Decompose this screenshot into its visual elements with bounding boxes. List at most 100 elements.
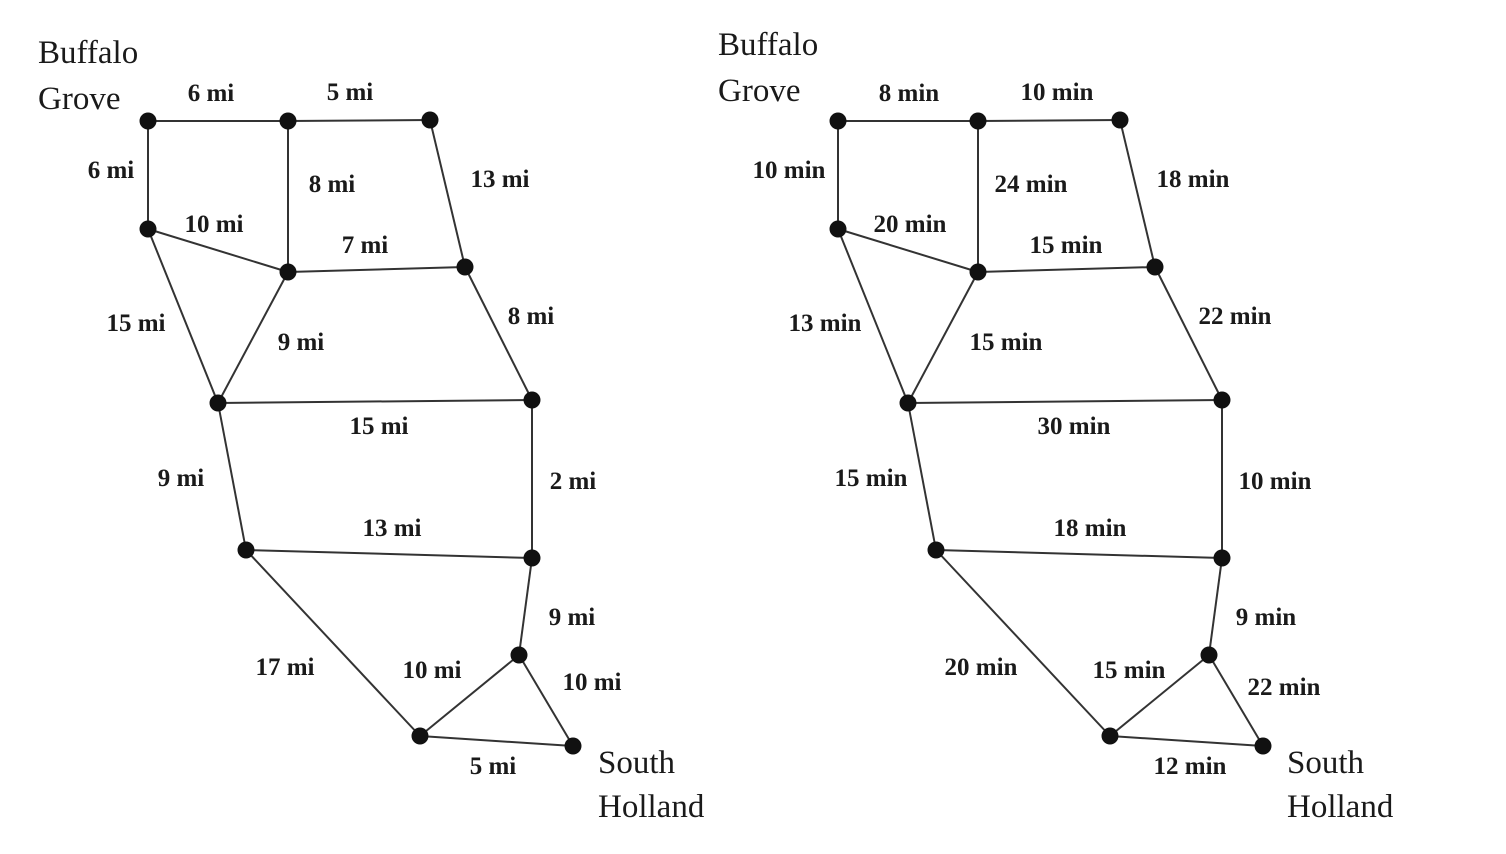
- edge-weight-label: 20 min: [945, 654, 1018, 681]
- edge-weight-label: 5 mi: [327, 79, 374, 106]
- graph-node: [510, 646, 528, 664]
- edge-weight-label: 30 min: [1038, 413, 1111, 440]
- graph-edge: [419, 654, 520, 737]
- edge-weight-label: 6 mi: [88, 157, 135, 184]
- graph-edge: [935, 549, 1111, 737]
- graph-edge: [217, 402, 247, 551]
- edge-weight-label: 22 min: [1199, 303, 1272, 330]
- graph-node: [279, 263, 297, 281]
- graph-node: [1213, 549, 1231, 567]
- time-graph: 8 min 10 min 10 min 24 min 18 min 20 min 15 mi…: [718, 27, 1394, 825]
- edge-weight-label: 13 mi: [470, 166, 529, 193]
- graph-node: [564, 737, 582, 755]
- graph-edge: [1119, 119, 1156, 268]
- graph-edge: [147, 228, 289, 273]
- graph-node: [279, 112, 297, 130]
- graph-edge: [147, 228, 219, 404]
- graph-node: [421, 111, 439, 129]
- graph-edge: [977, 119, 1121, 122]
- graph-node: [927, 541, 945, 559]
- graph-node: [139, 220, 157, 238]
- edge-weight-label: 20 min: [874, 211, 947, 238]
- end-place-label: Holland: [598, 789, 705, 825]
- edge-weight-label: 15 mi: [106, 310, 165, 337]
- graph-node: [209, 394, 227, 412]
- graph-node: [969, 112, 987, 130]
- edge-weight-label: 8 mi: [508, 303, 555, 330]
- edge-weight-label: 9 mi: [158, 465, 205, 492]
- graph-edge: [907, 271, 979, 404]
- edge-weight-label: 15 min: [1030, 232, 1103, 259]
- graph-edge: [907, 399, 1223, 404]
- edge-weight-label: 22 min: [1248, 674, 1321, 701]
- edge-weight-label: 2 mi: [550, 468, 597, 495]
- graph-edge: [977, 266, 1156, 273]
- graph-edge: [217, 271, 289, 404]
- graph-edge: [907, 402, 937, 551]
- edge-weight-label: 9 mi: [549, 604, 596, 631]
- edge-weight-label: 10 min: [1021, 79, 1094, 106]
- graph-node: [1254, 737, 1272, 755]
- graph-node: [969, 263, 987, 281]
- edge-weight-label: 12 min: [1154, 753, 1227, 780]
- graph-edge: [217, 399, 533, 404]
- edge-weight-label: 17 mi: [255, 654, 314, 681]
- edge-weight-label: 13 min: [789, 310, 862, 337]
- graph-edge: [245, 549, 533, 559]
- graph-edge: [245, 549, 421, 737]
- edge-weight-label: 24 min: [995, 171, 1068, 198]
- graph-node: [523, 391, 541, 409]
- edge-weight-label: 9 mi: [278, 329, 325, 356]
- graph-edge: [837, 228, 979, 273]
- start-place-label: Buffalo: [38, 35, 138, 71]
- graph-node: [237, 541, 255, 559]
- end-place-label: South: [598, 745, 676, 781]
- edge-weight-label: 15 min: [1093, 657, 1166, 684]
- edge-weight-label: 10 mi: [184, 211, 243, 238]
- graph-node: [139, 112, 157, 130]
- edge-weight-label: 10 mi: [562, 669, 621, 696]
- end-place-label: South: [1287, 745, 1365, 781]
- start-place-label: Grove: [718, 73, 800, 109]
- graph-node: [829, 112, 847, 130]
- graph-edge: [287, 266, 466, 273]
- graph-edge: [837, 228, 909, 404]
- edge-weight-label: 15 mi: [349, 413, 408, 440]
- edge-weight-label: 13 mi: [362, 515, 421, 542]
- graph-node: [1101, 727, 1119, 745]
- graph-edge: [1208, 557, 1223, 656]
- graph-node: [456, 258, 474, 276]
- graph-node: [1213, 391, 1231, 409]
- edge-weight-label: 8 min: [879, 80, 940, 107]
- edge-weight-label: 6 mi: [188, 80, 235, 107]
- edge-weight-label: 15 min: [970, 329, 1043, 356]
- graph-edge: [1109, 654, 1210, 737]
- graph-edge: [1109, 735, 1264, 747]
- graph-node: [1200, 646, 1218, 664]
- graph-node: [411, 727, 429, 745]
- distance-graph: 6 mi 5 mi 6 mi 8 mi 13 mi 10 mi 7 mi 15 mi 9 mi 8…: [38, 35, 705, 825]
- graph-node: [899, 394, 917, 412]
- graph-edge: [518, 654, 574, 747]
- graph-edge: [464, 266, 533, 401]
- edge-weight-label: 9 min: [1236, 604, 1297, 631]
- start-place-label: Grove: [38, 81, 120, 117]
- edge-weight-label: 18 min: [1054, 515, 1127, 542]
- graph-edge: [287, 119, 431, 122]
- edge-weight-label: 10 mi: [402, 657, 461, 684]
- edge-weight-label: 10 min: [1239, 468, 1312, 495]
- edge-weight-label: 8 mi: [309, 171, 356, 198]
- graph-edge: [518, 557, 533, 656]
- graph-node: [523, 549, 541, 567]
- graph-edge: [429, 119, 466, 268]
- edge-weight-label: 10 min: [753, 157, 826, 184]
- edge-weight-label: 7 mi: [342, 232, 389, 259]
- edge-weight-label: 5 mi: [470, 753, 517, 780]
- graph-node: [1146, 258, 1164, 276]
- graph-edge: [419, 735, 574, 747]
- graph-edge: [935, 549, 1223, 559]
- edge-weight-label: 15 min: [835, 465, 908, 492]
- graph-edge: [1154, 266, 1223, 401]
